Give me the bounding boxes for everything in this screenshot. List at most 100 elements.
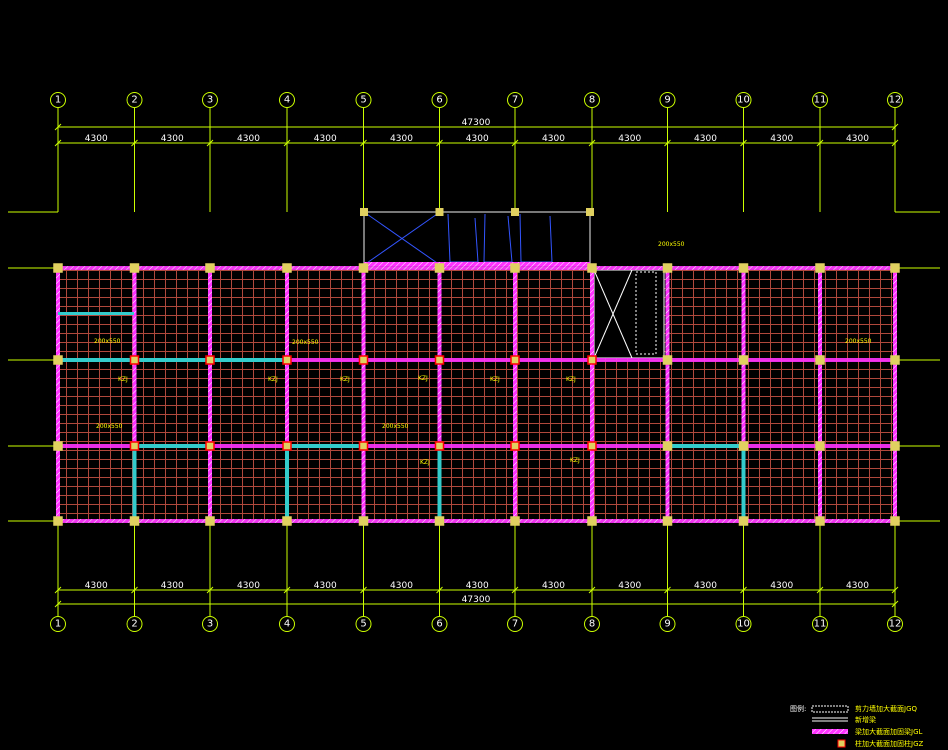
column xyxy=(205,441,215,451)
axis-bubble xyxy=(431,92,448,108)
column xyxy=(358,263,369,273)
axis-bubble xyxy=(735,616,752,632)
column xyxy=(129,263,140,273)
column xyxy=(890,441,900,451)
bay-dimension: 4300 xyxy=(390,134,413,144)
dimension-chains: 4300 4300 4300 4300 4300 4300 4300 4300 4300 4300… xyxy=(54,118,899,608)
beam xyxy=(361,268,366,521)
dimension-tick xyxy=(436,139,443,147)
bay-dimension: 4300 xyxy=(466,581,489,591)
column xyxy=(434,516,445,526)
column xyxy=(358,355,369,365)
axis-bubble xyxy=(507,92,523,108)
axis-label: 9 xyxy=(664,619,670,630)
bay-dimension: 4300 xyxy=(770,581,793,591)
axis-bubble xyxy=(584,92,600,108)
axis-label: 5 xyxy=(360,619,366,630)
column xyxy=(129,355,140,365)
column xyxy=(738,516,749,526)
column xyxy=(587,441,597,451)
bay-dimension: 4300 xyxy=(694,581,717,591)
column xyxy=(205,355,215,365)
axis-label: 2 xyxy=(131,619,137,630)
dimension-tick xyxy=(588,139,596,147)
column xyxy=(815,441,825,451)
bay-dimension: 4300 xyxy=(770,134,793,144)
axis-bubble xyxy=(50,92,66,108)
axis-bubble xyxy=(659,92,676,108)
legend-item-label: 新增梁 xyxy=(855,715,876,724)
column xyxy=(53,355,63,365)
axis-label: 7 xyxy=(512,619,518,630)
beam xyxy=(437,268,442,521)
beam xyxy=(208,268,212,521)
legend: 图例: 剪力墙加大截面JGQ 新增梁 梁加大截面加固梁JGL 柱加大截面加固柱J… xyxy=(790,704,923,748)
legend-title: 图例: xyxy=(790,704,806,713)
column xyxy=(815,355,825,365)
dimension-tick xyxy=(891,586,899,594)
column xyxy=(434,263,445,273)
axis-label: 10 xyxy=(737,95,750,106)
axis-bubble xyxy=(202,92,218,108)
bay-dimension: 4300 xyxy=(466,134,489,144)
column xyxy=(587,355,597,365)
axis-label: 12 xyxy=(889,619,902,630)
bay-dimension: 4300 xyxy=(85,134,108,144)
beam xyxy=(136,358,208,362)
axis-grid xyxy=(8,108,940,616)
axis-label: 3 xyxy=(207,95,213,106)
axis-bubble xyxy=(50,616,66,632)
beam xyxy=(665,268,670,521)
annotation-text: 200x550 xyxy=(292,339,319,346)
dimension-tick xyxy=(54,123,62,131)
annex-block xyxy=(363,211,591,266)
hatched-bar-icon xyxy=(812,729,848,734)
beam xyxy=(58,266,895,270)
axis-label: 4 xyxy=(284,619,290,630)
column xyxy=(738,355,749,365)
column xyxy=(360,208,368,216)
bay-dimension: 4300 xyxy=(390,581,413,591)
column xyxy=(662,441,673,451)
axis-label: 3 xyxy=(207,619,213,630)
bay-dimension: 4300 xyxy=(618,134,641,144)
bay-dimension: 4300 xyxy=(237,581,260,591)
axis-bubble xyxy=(279,616,295,632)
bay-dimension: 4300 xyxy=(542,581,565,591)
axis-bubble xyxy=(431,616,448,632)
dimension-tick xyxy=(816,139,824,147)
beam xyxy=(668,444,742,448)
beam xyxy=(58,519,895,523)
column xyxy=(662,355,673,365)
column xyxy=(282,355,292,365)
column xyxy=(129,516,140,526)
annotation-text: KZJ xyxy=(268,376,278,383)
axis-label: 5 xyxy=(360,95,366,106)
annotation-text: 200x550 xyxy=(382,423,409,430)
column xyxy=(129,441,140,451)
dimension-tick xyxy=(511,139,519,147)
beam xyxy=(893,268,897,521)
axis-bubble xyxy=(126,92,143,108)
bay-dimension: 4300 xyxy=(314,581,337,591)
beam xyxy=(56,268,60,521)
beam xyxy=(132,268,137,521)
axis-bubble xyxy=(202,616,218,632)
bay-dimension: 4300 xyxy=(694,134,717,144)
axis-label: 11 xyxy=(814,95,827,106)
beam xyxy=(132,446,137,521)
axis-bubble xyxy=(355,616,372,632)
beam xyxy=(136,444,208,448)
beam xyxy=(60,358,132,362)
axis-label: 9 xyxy=(664,95,670,106)
beam xyxy=(289,444,361,448)
dimension-tick xyxy=(283,586,291,594)
dimension-tick xyxy=(740,139,747,147)
dimension-tick xyxy=(740,586,747,594)
axis-label: 10 xyxy=(737,619,750,630)
column xyxy=(205,516,215,526)
legend-item-label: 柱加大截面加固柱JGZ xyxy=(855,739,923,748)
dimension-tick xyxy=(891,139,899,147)
annotation-text: KZJ xyxy=(420,459,430,466)
dimension-tick xyxy=(816,586,824,594)
